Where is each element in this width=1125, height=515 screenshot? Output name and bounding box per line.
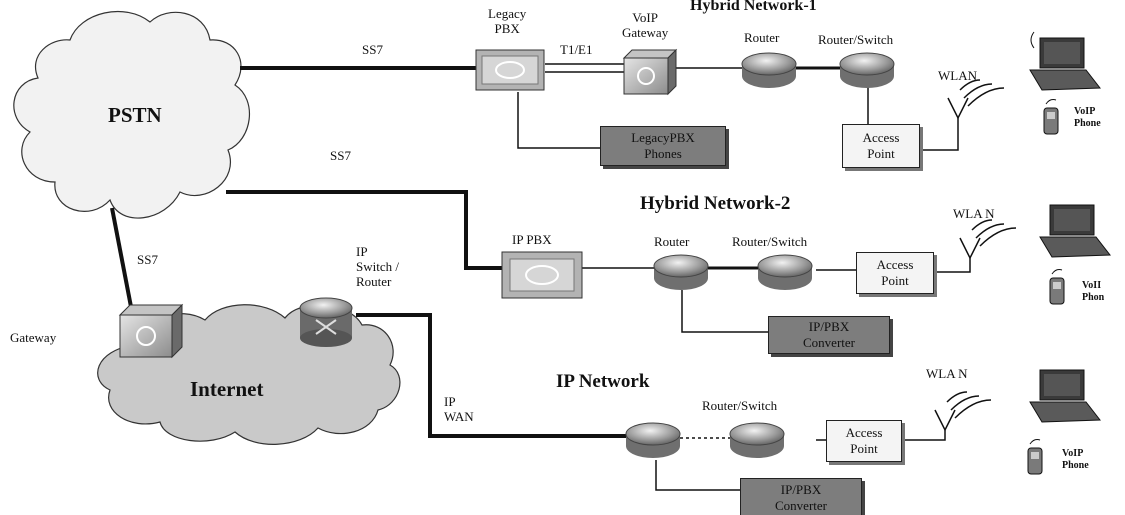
laptop-icon bbox=[1029, 369, 1101, 423]
voip-phone-icon bbox=[1049, 269, 1065, 305]
ip-pbx-converter-box: IP/PBX Converter bbox=[740, 478, 862, 515]
legacy-pbx-icon bbox=[475, 49, 545, 91]
t1e1-label: T1/E1 bbox=[560, 42, 593, 57]
ip-switch-router-label: IP Switch / Router bbox=[356, 244, 399, 289]
hybrid-network-2-title: Hybrid Network-2 bbox=[640, 193, 791, 214]
router-switch-icon bbox=[839, 52, 895, 88]
voip-gateway-label: VoIP Gateway bbox=[622, 10, 669, 40]
gateway-label: Gateway bbox=[10, 330, 57, 345]
ip-switch-router-icon bbox=[299, 297, 353, 347]
wlan-label: WLA N bbox=[953, 206, 995, 221]
access-point-box: Access Point bbox=[842, 124, 920, 168]
voip-phone-label: VoIP Phone bbox=[1062, 448, 1089, 471]
laptop-icon bbox=[1039, 204, 1111, 258]
legacy-pbx-phones-box: LegacyPBX Phones bbox=[600, 126, 726, 166]
internet-label: Internet bbox=[190, 377, 264, 401]
router-icon bbox=[653, 254, 709, 290]
voip-phone-icon bbox=[1027, 439, 1043, 475]
antenna-icon bbox=[959, 219, 1017, 260]
router-switch-label: Router/Switch bbox=[818, 32, 894, 47]
antenna-icon bbox=[947, 79, 1005, 120]
voip-phone-label: VoII Phon bbox=[1082, 280, 1105, 303]
voip-phone-label: VoIP Phone bbox=[1074, 106, 1101, 129]
access-point-box: Access Point bbox=[826, 420, 902, 462]
wlan-label: WLA N bbox=[926, 366, 968, 381]
voip-phone-icon bbox=[1043, 99, 1059, 135]
wlan-label: WLAN bbox=[938, 68, 977, 83]
ip-pbx-icon bbox=[501, 251, 583, 299]
router-icon bbox=[741, 52, 797, 88]
voip-gateway-icon bbox=[622, 48, 678, 96]
router-switch-label: Router/Switch bbox=[702, 398, 778, 413]
legacy-pbx-label: Legacy PBX bbox=[488, 6, 527, 36]
ss7-label: SS7 bbox=[330, 148, 351, 163]
ss7-label: SS7 bbox=[362, 42, 383, 57]
ip-pbx-label: IP PBX bbox=[512, 232, 552, 247]
laptop-icon bbox=[1029, 31, 1101, 91]
router-icon bbox=[625, 422, 681, 458]
ip-wan-label: IP WAN bbox=[444, 394, 474, 424]
access-point-box: Access Point bbox=[856, 252, 934, 294]
antenna-icon bbox=[934, 391, 992, 432]
hybrid-network-1-title: Hybrid Network-1 bbox=[690, 0, 817, 14]
pstn-cloud bbox=[13, 10, 250, 219]
router-switch-icon bbox=[757, 254, 813, 290]
router-label: Router bbox=[654, 234, 690, 249]
pstn-label: PSTN bbox=[108, 103, 162, 127]
ip-network-title: IP Network bbox=[556, 371, 650, 392]
ip-pbx-converter-box: IP/PBX Converter bbox=[768, 316, 890, 354]
router-switch-icon bbox=[729, 422, 785, 458]
router-switch-label: Router/Switch bbox=[732, 234, 808, 249]
ss7-label: SS7 bbox=[137, 252, 158, 267]
gateway-icon bbox=[118, 303, 184, 359]
router-label: Router bbox=[744, 30, 780, 45]
